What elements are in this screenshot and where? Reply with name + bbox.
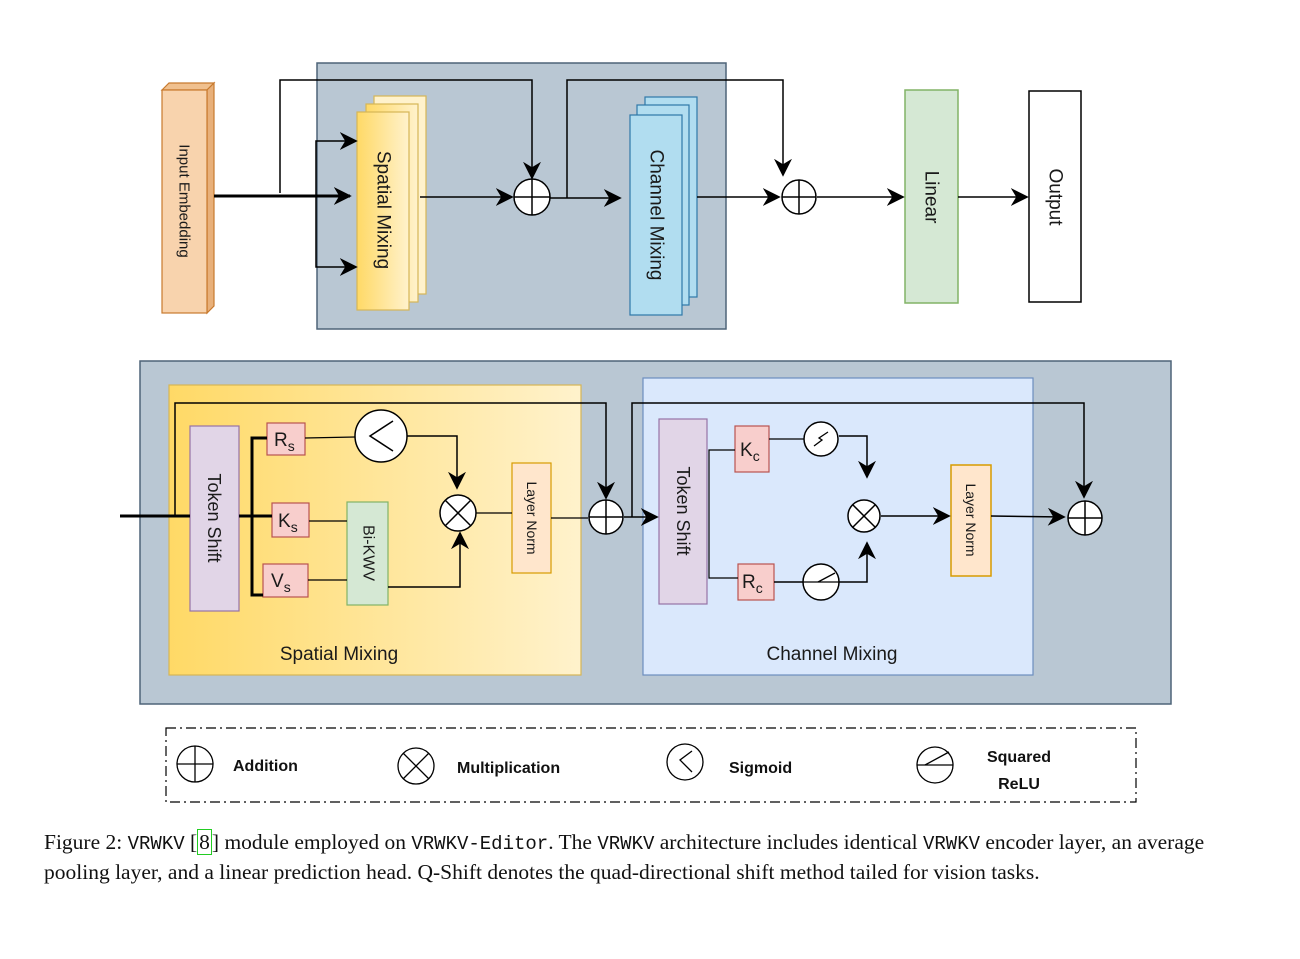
svg-text:Kc: Kc: [740, 440, 760, 464]
figure-caption: Figure 2: VRWKV [8] module employed on V…: [44, 828, 1256, 886]
multiplication-icon: [397, 747, 435, 785]
layer-norm-label: Layer Norm: [963, 483, 979, 556]
addition-node: [1067, 500, 1103, 536]
architecture-diagram: Input Embedding Spatial Mixing Channel M…: [120, 62, 1172, 803]
linear-label: Linear: [921, 171, 942, 224]
bikwv-block: [346, 501, 389, 606]
multiplication-node: [439, 494, 477, 532]
sigmoid-node: [354, 409, 408, 463]
rc-projection-box: Rc: [737, 563, 775, 601]
addition-icon: [176, 745, 214, 783]
svg-text:Ks: Ks: [278, 511, 298, 535]
r-subscript: s: [288, 438, 295, 454]
citation-link[interactable]: 8: [197, 829, 212, 855]
addition-node: [513, 178, 551, 216]
layer-norm-label: Layer Norm: [524, 481, 540, 554]
spatial-mixing-label: Spatial Mixing: [373, 151, 394, 269]
output-label: Output: [1045, 168, 1066, 226]
output-block: [1028, 90, 1082, 303]
bottom-diagram: Spatial Mixing Channel Mixing Token Shif…: [120, 360, 1172, 705]
addition-node: [588, 499, 624, 535]
channel-mixing-title: Channel Mixing: [767, 644, 898, 665]
v-label: V: [271, 571, 284, 592]
legend-multiplication-label: Multiplication: [457, 760, 560, 777]
svg-text:Rs: Rs: [274, 430, 295, 454]
sigmoid-icon: [666, 743, 704, 781]
kc-projection-box: Kc: [734, 425, 770, 473]
channel-mixing-stack: Channel Mixing: [629, 96, 698, 316]
squared-relu-node: [802, 563, 840, 601]
caption-text: encoder layer, an average pooling layer,…: [44, 830, 1205, 884]
rc-label: R: [742, 572, 756, 593]
svg-text:Rc: Rc: [742, 572, 763, 596]
layer-norm-block: [511, 462, 552, 574]
bottom-connections: [120, 402, 1093, 597]
token-shift-label: Token Shift: [673, 466, 693, 555]
caption-prefix: Figure 2:: [44, 830, 128, 854]
caption-text: . The: [548, 830, 598, 854]
bikwv-label: Bi-KWV: [360, 525, 377, 581]
caption-text: architecture includes identical: [654, 830, 923, 854]
v-projection-box: Vs: [262, 563, 309, 598]
top-diagram: Input Embedding Spatial Mixing Channel M…: [160, 62, 1082, 330]
input-embedding-block: Input Embedding: [160, 81, 216, 315]
legend-relu-label: ReLU: [998, 776, 1040, 793]
spatial-mixing-stack: Spatial Mixing: [356, 95, 427, 311]
caption-text: [: [184, 830, 198, 854]
caption-text: ] module employed on: [211, 830, 412, 854]
linear-block: [904, 89, 959, 304]
caption-model-name: VRWKV: [597, 833, 655, 855]
k-label: K: [278, 511, 291, 532]
channel-mixing-label: Channel Mixing: [646, 150, 667, 281]
squared-relu-icon: [916, 746, 954, 784]
top-connections: [214, 79, 1029, 276]
legend-squared-label: Squared: [987, 749, 1051, 766]
input-embedding-label: Input Embedding: [176, 144, 193, 257]
addition-node: [781, 179, 817, 215]
spatial-mixing-title: Spatial Mixing: [280, 644, 398, 665]
r-projection-box: Rs: [266, 422, 306, 456]
k-projection-box: Ks: [271, 502, 310, 538]
layer-norm-block: [950, 464, 992, 577]
k-subscript: s: [291, 519, 298, 535]
token-shift-block: [658, 418, 708, 605]
legend: Addition Multiplication Sigmoid Squared …: [165, 727, 1137, 803]
rc-subscript: c: [756, 580, 763, 596]
squared-relu-node: [803, 421, 839, 457]
caption-editor-name: VRWKV-Editor: [411, 833, 549, 855]
svg-text:Vs: Vs: [271, 571, 291, 595]
caption-model-name: VRWKV: [127, 833, 185, 855]
v-subscript: s: [284, 579, 291, 595]
kc-label: K: [740, 440, 753, 461]
legend-addition-label: Addition: [233, 758, 298, 775]
legend-sigmoid-label: Sigmoid: [729, 760, 792, 777]
caption-model-name: VRWKV: [923, 833, 981, 855]
r-label: R: [274, 430, 288, 451]
token-shift-label: Token Shift: [204, 473, 224, 562]
kc-subscript: c: [753, 448, 760, 464]
token-shift-block: [189, 425, 240, 612]
multiplication-node: [847, 499, 881, 533]
